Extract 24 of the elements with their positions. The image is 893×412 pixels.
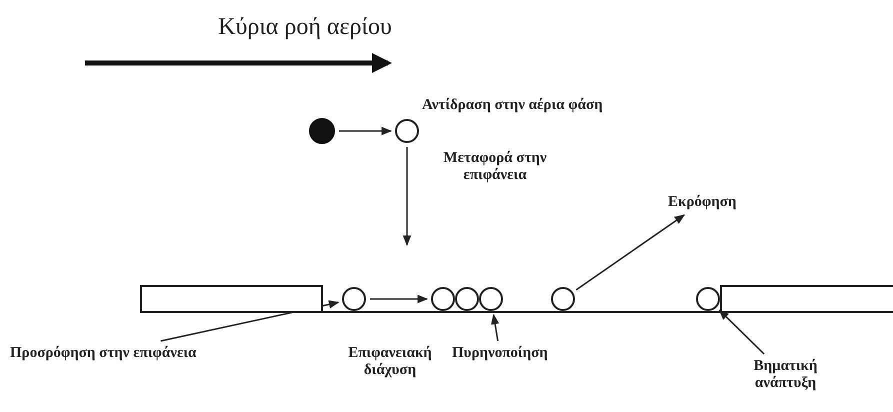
particle (342, 287, 366, 311)
arrow (339, 126, 392, 136)
arrow (402, 147, 412, 246)
process-label: Προσρόφηση στην επιφάνεια (10, 345, 196, 362)
particle (431, 287, 455, 311)
process-label: Βηματική ανάπτυξη (738, 358, 833, 392)
leader-line (718, 309, 765, 355)
film-layer (140, 285, 323, 313)
arrow (370, 294, 428, 304)
particle (551, 287, 575, 311)
leader-line (490, 314, 500, 342)
particle (455, 287, 479, 311)
particle (309, 118, 335, 144)
heading: Κύρια ροή αερίου (217, 14, 393, 41)
particle (395, 119, 419, 143)
process-label: Αντίδραση στην αέρια φάση (422, 97, 603, 114)
arrow (576, 214, 686, 290)
process-label: Επιφανειακή διάχυση (347, 345, 433, 379)
edge-label: Μεταφορά στην επιφάνεια (442, 150, 548, 184)
process-label: Εκρόφηση (668, 194, 736, 211)
particle (479, 287, 503, 311)
particle (696, 287, 720, 311)
film-layer (720, 285, 893, 313)
process-label: Πυρηνοποίηση (452, 345, 548, 362)
